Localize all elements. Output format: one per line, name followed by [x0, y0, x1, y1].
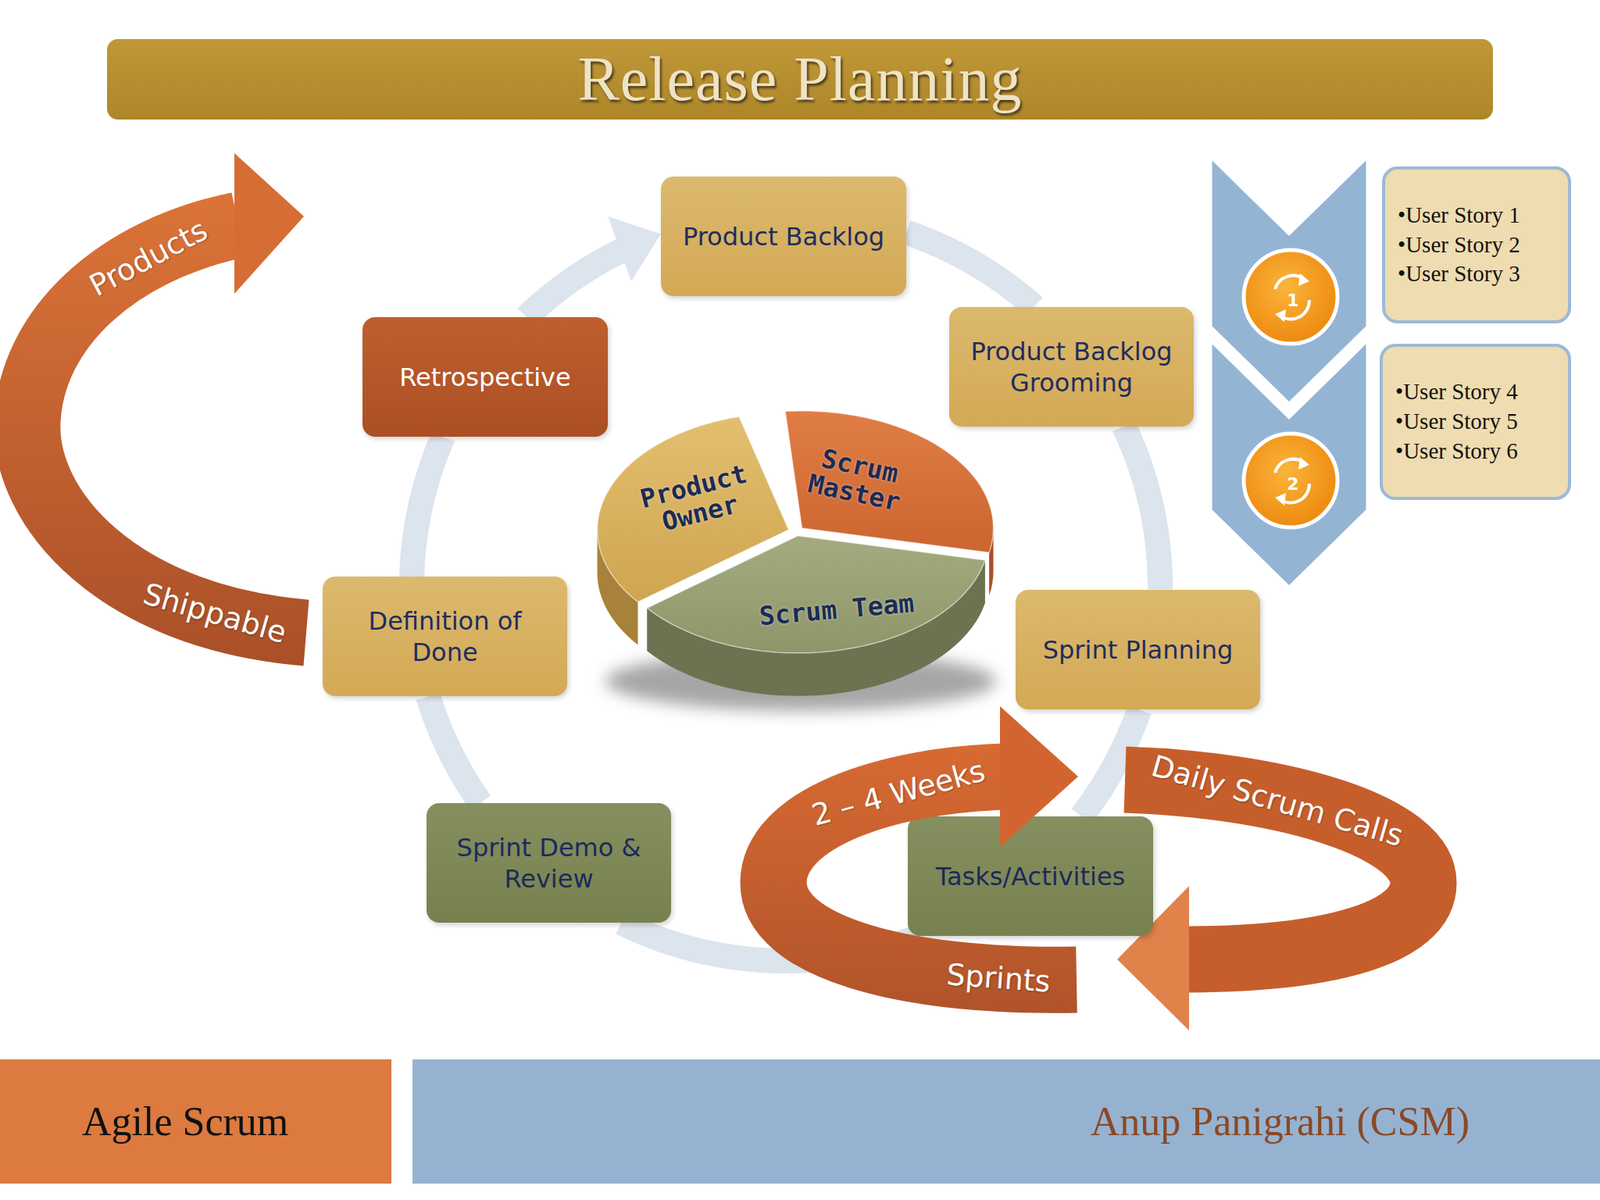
circle-outline — [1243, 250, 1338, 344]
cycle-connector — [526, 216, 661, 318]
node-text: Agile Scrum — [82, 1098, 289, 1145]
connector-line — [906, 232, 1035, 308]
process-box: Tasks/Activities — [907, 816, 1154, 936]
user-story-item: •User Story 3 — [1397, 259, 1521, 290]
refresh-icon-head — [1275, 492, 1286, 506]
cycle-connector — [411, 436, 443, 577]
node-text: Tasks/Activities — [935, 860, 1126, 893]
user-story-item: •User Story 5 — [1395, 407, 1518, 437]
footer-band: Agile Scrum — [0, 1059, 392, 1184]
process-box: Sprint Planning — [1015, 589, 1261, 710]
node-text: Product Backlog Grooming — [958, 335, 1185, 399]
title-text: Release Planning — [577, 43, 1022, 115]
user-story-item: •User Story 2 — [1397, 230, 1521, 261]
circle-outline — [1243, 433, 1338, 528]
connector-line — [428, 696, 481, 804]
process-box: Product Backlog — [660, 176, 907, 297]
process-box: Definition of Done — [322, 576, 568, 697]
role-pie-slice: Scrum Team — [645, 533, 987, 698]
process-box: Product Backlog Grooming — [949, 307, 1194, 427]
refresh-icon-head — [1275, 309, 1286, 322]
user-story-item: •User Story 1 — [1397, 200, 1521, 231]
process-box: Retrospective — [362, 317, 608, 437]
footer-band: Anup Panigrahi (CSM) — [412, 1059, 1600, 1184]
user-story-item: •User Story 6 — [1395, 436, 1518, 467]
user-story-list: •User Story 1•User Story 2•User Story 3 — [1382, 166, 1572, 324]
iteration-circle: 2 — [1237, 427, 1344, 534]
node-text: Definition of Done — [332, 605, 558, 668]
connector-line — [526, 249, 625, 318]
cycle-connector — [1124, 427, 1161, 590]
title-bar: Release Planning — [107, 39, 1493, 120]
connector-line — [1124, 427, 1161, 590]
node-text: Anup Panigrahi (CSM) — [1090, 1098, 1470, 1145]
cycle-connector — [906, 232, 1035, 308]
connector-arrowhead — [607, 216, 661, 282]
user-story-item: •User Story 4 — [1395, 377, 1518, 408]
iteration-circle: 1 — [1237, 243, 1344, 350]
node-text: Sprint Demo & Review — [435, 832, 662, 895]
node-text: Product Backlog — [682, 221, 885, 253]
user-story-list: •User Story 4•User Story 5•User Story 6 — [1379, 343, 1572, 500]
shippable-products-band — [27, 225, 307, 633]
cycle-connector — [428, 696, 481, 804]
node-text: Sprint Planning — [1042, 634, 1234, 666]
process-box: Sprint Demo & Review — [426, 803, 672, 923]
refresh-icon-head — [1298, 457, 1310, 470]
slice-top — [646, 535, 986, 654]
callout-number: 1 — [1282, 284, 1299, 311]
chevron — [1210, 341, 1368, 587]
callout-number: 2 — [1282, 467, 1299, 494]
band-label: Sprints — [945, 957, 1052, 999]
connector-line — [411, 436, 443, 577]
products-arrowhead — [234, 153, 304, 294]
refresh-icon-head — [1298, 273, 1310, 286]
node-text: Retrospective — [399, 361, 571, 393]
